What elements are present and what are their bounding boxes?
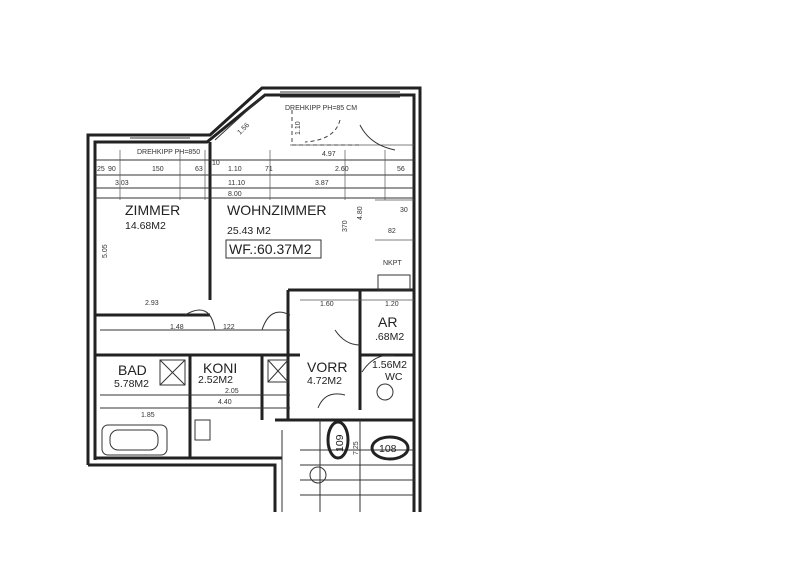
dim-label: 4.40 bbox=[218, 399, 232, 406]
unit-number-109: 109 bbox=[334, 434, 346, 452]
dim-label: 1.48 bbox=[170, 324, 184, 331]
bathtub bbox=[101, 424, 168, 456]
dim-label: 30 bbox=[400, 207, 408, 214]
dim-label: 2.60 bbox=[335, 166, 349, 173]
door-swings bbox=[184, 110, 396, 409]
dim-label: 1.20 bbox=[385, 301, 399, 308]
dim-label: 3.87 bbox=[315, 180, 329, 187]
dim-label: 4.97 bbox=[322, 151, 336, 158]
dim-label: 4.80 bbox=[357, 206, 364, 220]
dim-label: 8.00 bbox=[228, 191, 242, 198]
room-area-zimmer: 14.68M2 bbox=[125, 220, 166, 232]
shaft bbox=[159, 359, 186, 386]
dim-label: 1.56 bbox=[236, 122, 251, 137]
room-name-wc: WC bbox=[385, 371, 403, 383]
total-living-area: WF.:60.37M2 bbox=[229, 241, 312, 257]
room-area-wc: 1.56M2 bbox=[372, 359, 407, 371]
room-area-koni: 2.52M2 bbox=[198, 374, 233, 386]
window-note-top: DREHKIPP PH=85 CM bbox=[285, 105, 357, 112]
dim-label: 90 bbox=[108, 166, 116, 173]
windows bbox=[130, 91, 400, 141]
dim-label: 11.10 bbox=[228, 180, 245, 187]
dim-label: 25 bbox=[97, 166, 105, 173]
dim-label: 1.85 bbox=[141, 412, 155, 419]
room-area-vorr: 4.72M2 bbox=[307, 375, 342, 387]
room-name-wohnzimmer: WOHNZIMMER bbox=[227, 202, 327, 218]
room-area-bad: 5.78M2 bbox=[114, 378, 149, 390]
staircase bbox=[281, 420, 414, 512]
toilet bbox=[376, 383, 394, 401]
interior-walls bbox=[95, 142, 414, 458]
dim-label: 63 bbox=[195, 166, 203, 173]
room-area-ar: .68M2 bbox=[375, 331, 404, 343]
dim-label: 71 bbox=[265, 166, 273, 173]
dim-label: 82 bbox=[388, 228, 396, 235]
dim-label: 10 bbox=[212, 160, 220, 167]
room-name-vorr: VORR bbox=[307, 359, 347, 375]
room-name-zimmer: ZIMMER bbox=[125, 202, 180, 218]
unit-badge-108 bbox=[370, 435, 410, 461]
window-note-left: DREHKIPP PH=850 bbox=[137, 149, 200, 156]
room-area-wohnzimmer: 25.43 M2 bbox=[227, 225, 271, 237]
total-area-box bbox=[225, 239, 322, 259]
dimension-labels: 1.56 1.10 4.97 25 90 150 63 10 1.10 71 2… bbox=[97, 121, 408, 455]
fixtures bbox=[101, 359, 394, 456]
nkpt-label: NKPT bbox=[383, 260, 402, 267]
dim-label: 3.03 bbox=[115, 180, 129, 187]
room-name-ar: AR bbox=[378, 314, 397, 330]
dim-label: 2.05 bbox=[225, 388, 239, 395]
dim-label: 1.10 bbox=[295, 121, 302, 135]
unit-number-108: 108 bbox=[379, 443, 397, 455]
outer-walls bbox=[86, 86, 422, 512]
unit-badge-109 bbox=[326, 420, 350, 460]
dim-label: 56 bbox=[397, 166, 405, 173]
dim-label: 1.60 bbox=[320, 301, 334, 308]
room-name-bad: BAD bbox=[118, 362, 147, 378]
dim-label: 122 bbox=[223, 324, 235, 331]
dim-label: 5.05 bbox=[102, 244, 109, 258]
dim-label: 370 bbox=[342, 220, 349, 232]
dim-label: 150 bbox=[152, 166, 164, 173]
dim-label: 2.93 bbox=[145, 300, 159, 307]
shaft-2 bbox=[267, 359, 289, 383]
room-name-koni: KONI bbox=[203, 360, 237, 376]
dim-label: 7.25 bbox=[353, 441, 360, 455]
dim-label: 1.10 bbox=[228, 166, 242, 173]
dimension-lines bbox=[95, 144, 414, 409]
